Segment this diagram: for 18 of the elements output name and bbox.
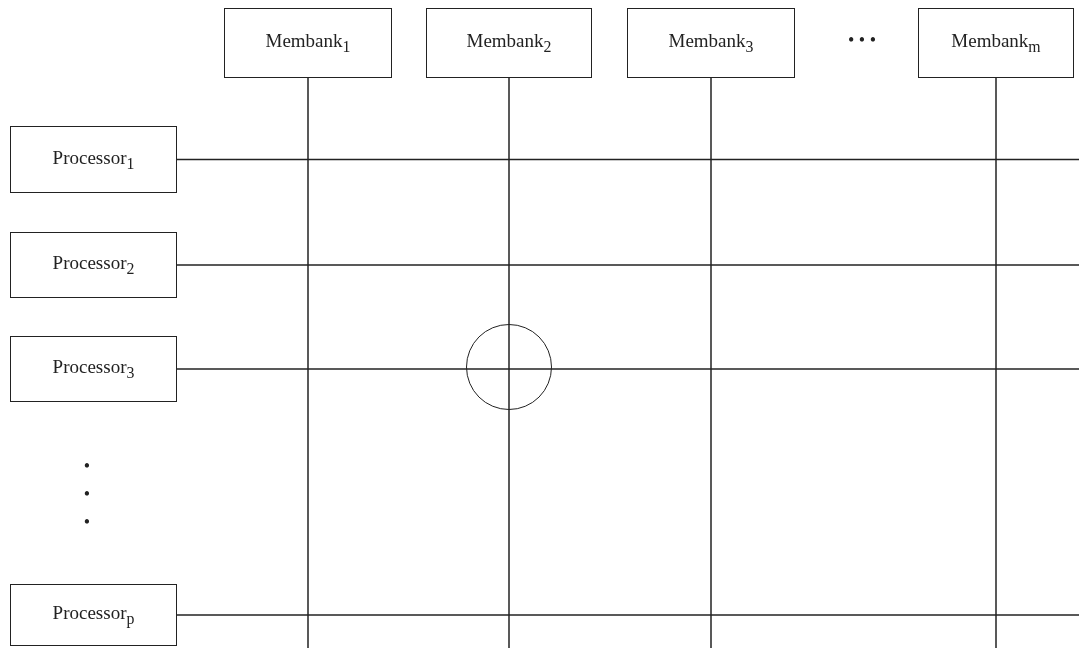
column-line	[710, 77, 712, 648]
row-line	[176, 614, 1079, 616]
processor-box: Processor$_{p}$	[10, 584, 177, 646]
memory-bank-box: Membank$_{m}$	[918, 8, 1074, 78]
processor-box: Processor$_{1}$	[10, 126, 177, 193]
column-line	[995, 77, 997, 648]
vertical-ellipsis: • • •	[82, 455, 92, 534]
row-line	[176, 368, 1079, 370]
memory-bank-box: Membank$_{2}$	[426, 8, 592, 78]
processor-box: Processor$_{3}$	[10, 336, 177, 402]
row-line	[176, 264, 1079, 266]
memory-bank-box: Membank$_{1}$	[224, 8, 392, 78]
ellipsis: • • •	[847, 30, 877, 51]
processor-box: Processor$_{2}$	[10, 232, 177, 298]
column-line	[508, 77, 510, 648]
memory-bank-box: Membank$_{3}$	[627, 8, 795, 78]
column-line	[307, 77, 309, 648]
row-line	[176, 158, 1079, 161]
